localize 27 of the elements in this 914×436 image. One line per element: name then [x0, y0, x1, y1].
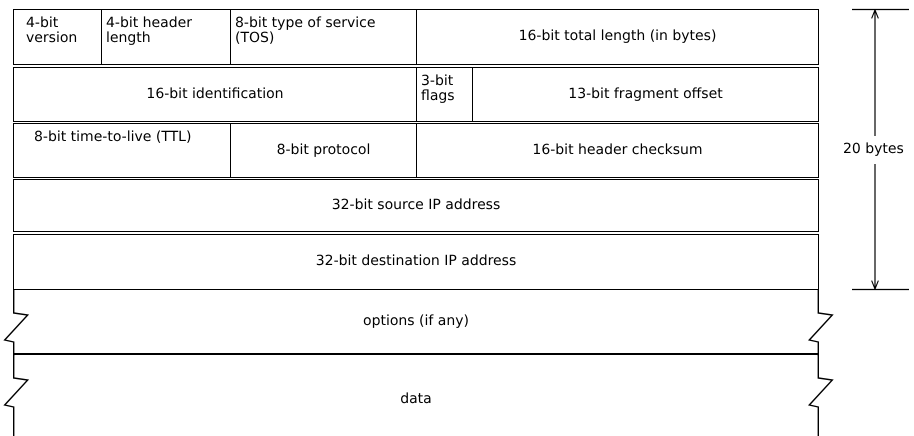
header-field-box [101, 9, 231, 65]
header-field-box [13, 67, 417, 122]
header-field-box [230, 123, 417, 178]
header-field-box [13, 123, 231, 178]
field-label: 8-bit type of service (TOS) [235, 16, 376, 47]
field-label: 16-bit header checksum [532, 142, 703, 158]
header-field-box [13, 234, 819, 290]
dimension-label: 20 bytes [843, 141, 904, 157]
header-field-box [13, 9, 102, 65]
header-field-box [416, 9, 819, 65]
field-label: 4-bit header length [106, 16, 193, 47]
field-label: options (if any) [363, 314, 469, 330]
header-field-box [13, 179, 819, 232]
field-label: 3-bit flags [421, 74, 456, 105]
header-field-box [230, 9, 417, 65]
header-field-box [416, 67, 473, 122]
field-label: 8-bit time-to-live (TTL) [34, 130, 192, 146]
field-label: 32-bit destination IP address [316, 254, 516, 270]
field-label: data [400, 392, 432, 408]
field-label: 13-bit fragment offset [568, 86, 723, 102]
field-label: 4-bit version [26, 16, 78, 47]
field-label: 16-bit total length (in bytes) [518, 29, 716, 45]
header-field-box [472, 67, 819, 122]
field-label: 32-bit source IP address [332, 198, 500, 214]
header-field-box [416, 123, 819, 178]
field-label: 8-bit protocol [276, 142, 370, 158]
field-label: 16-bit identification [146, 86, 284, 102]
